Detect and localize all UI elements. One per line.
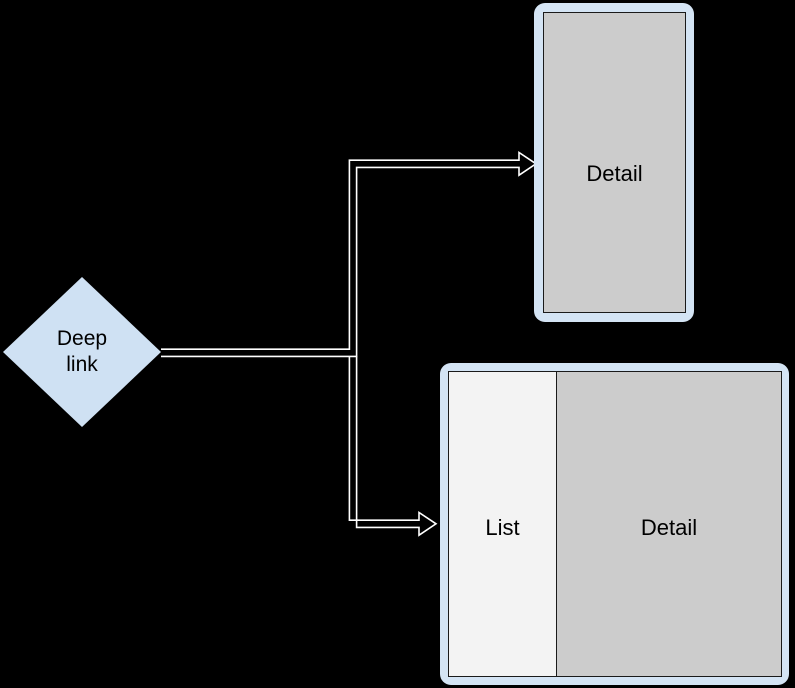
- pane-list[interactable]: List: [449, 372, 557, 676]
- pane-detail-label: Detail: [586, 161, 643, 186]
- diamond-shape: [3, 277, 161, 427]
- node-tablet-list-detail[interactable]: List Detail: [440, 363, 789, 685]
- pane-detail[interactable]: Detail: [544, 13, 685, 312]
- phone-detail-screen: Detail: [543, 12, 686, 313]
- pane-detail-label: Detail: [640, 515, 698, 540]
- tablet-list-detail-screen: List Detail: [448, 371, 782, 677]
- node-deep-link[interactable]: Deep link: [3, 277, 161, 427]
- edge-deep-link-to-detail: [161, 151, 538, 358]
- node-phone-detail[interactable]: Detail: [534, 3, 694, 322]
- pane-detail[interactable]: Detail: [557, 372, 781, 676]
- edge-deep-link-to-list-detail: [348, 356, 438, 537]
- pane-list-label: List: [485, 515, 520, 540]
